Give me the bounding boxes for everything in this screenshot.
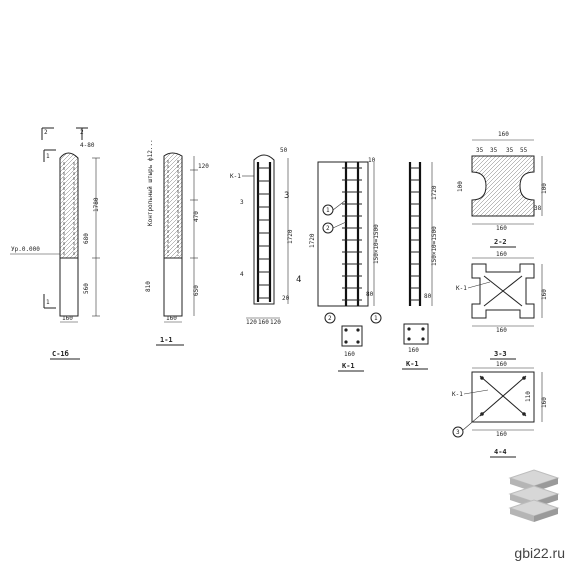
s22-dim-right: 100 xyxy=(541,183,548,194)
view-title-k1-section: К-1 xyxy=(342,362,355,370)
cage-elevation-view: К-1 3 4 50 1720 20 3 4 120 160 120 xyxy=(230,147,301,326)
column-elevation-view: 2 2 1 4-80 1780 680 560 Ур.0.000 160 1 С… xyxy=(10,127,100,360)
s44-label-k1: К-1 xyxy=(452,391,463,398)
s33-label-k1: К-1 xyxy=(456,285,467,292)
callout-2: 2 xyxy=(326,225,330,232)
s22-dim-top: 160 xyxy=(498,131,509,138)
section-mark-1-top: 1 xyxy=(46,153,50,160)
k1b-dim-height: 1720 xyxy=(431,185,438,200)
side-note-label: Контрольный штырь ф12... xyxy=(147,139,154,226)
cage-dim-b1: 120 xyxy=(246,319,257,326)
side-dim-base: 160 xyxy=(166,315,177,322)
cage-mark-3: 3 xyxy=(240,199,244,206)
site-url[interactable]: gbi22.ru xyxy=(514,545,565,561)
s44-dim-top: 160 xyxy=(496,361,507,368)
s22-dim-bottom: 160 xyxy=(496,225,507,232)
k1-dim-top: 10 xyxy=(368,157,376,164)
cage-side-mark-4: 4 xyxy=(296,275,301,285)
site-logo xyxy=(508,469,560,522)
s44-dim-side: 160 xyxy=(541,397,548,408)
dim-height-label: 1780 xyxy=(93,197,100,212)
cage-k1-elevation-view: 1 2 1720 150×10=1500 80 10 2 1 160 К-1 xyxy=(309,157,382,372)
section-mark-1-bottom: 1 xyxy=(46,299,50,306)
s22-dim-top-3: 55 xyxy=(520,147,528,154)
k1b-dim-low: 80 xyxy=(424,293,432,300)
view-title-1-1: 1-1 xyxy=(160,336,173,344)
side-dim-b: 470 xyxy=(193,211,200,222)
side-dim-a: 120 xyxy=(198,163,209,170)
section-mark-2-left: 2 xyxy=(44,129,48,136)
k1b-dim-step: 150×10=1500 xyxy=(431,226,438,266)
cage-k1-second-view: 1720 150×10=1500 80 160 К-1 xyxy=(402,162,438,370)
view-title-4-4: 4-4 xyxy=(494,448,507,456)
level-mark-label: Ур.0.000 xyxy=(11,246,40,253)
s22-dim-side: 38 xyxy=(534,205,542,212)
logo-slab-middle xyxy=(508,485,560,508)
s22-dim-top-0: 35 xyxy=(476,147,484,154)
k1-dim-height: 1720 xyxy=(309,233,316,248)
cage-dim-b2: 160 xyxy=(258,319,269,326)
s22-dim-left: 100 xyxy=(457,181,464,192)
view-title-2-2: 2-2 xyxy=(494,238,507,246)
dim-mid-label: 680 xyxy=(83,233,90,244)
section-4-4-view: 160 К-1 3 160 110 160 4-4 xyxy=(452,361,548,458)
s33-dim-bottom: 160 xyxy=(496,327,507,334)
dim-top-label: 4-80 xyxy=(80,142,95,149)
cage-dim-height: 1720 xyxy=(287,229,294,244)
cage-dim-top: 50 xyxy=(280,147,288,154)
s22-dim-top-2: 35 xyxy=(506,147,514,154)
sec-callout-2: 2 xyxy=(328,315,332,322)
k1b-sec-dim: 160 xyxy=(408,347,419,354)
view-title-c1b: С-1б xyxy=(52,350,69,358)
logo-slab-bottom xyxy=(508,499,560,522)
k1-sec-dim: 160 xyxy=(344,351,355,358)
sec-callout-1: 1 xyxy=(374,315,378,322)
s33-dim-side: 160 xyxy=(541,289,548,300)
dim-base-label: 160 xyxy=(62,315,73,322)
cage-side-mark-3: 3 xyxy=(284,191,289,201)
k1-dim-low: 80 xyxy=(366,291,374,298)
callout-1: 1 xyxy=(326,207,330,214)
side-dim-left: 810 xyxy=(145,281,152,292)
k1-dim-step: 150×10=1500 xyxy=(373,224,380,264)
s33-dim-top: 160 xyxy=(496,251,507,258)
s44-callout-3: 3 xyxy=(456,429,460,436)
section-2-2-view: 160 35 35 35 55 100 100 38 160 2-2 xyxy=(457,131,548,248)
cage-dim-b3: 120 xyxy=(270,319,281,326)
s44-dim-inner: 110 xyxy=(525,391,532,402)
cage-dim-low: 20 xyxy=(282,295,290,302)
side-dim-c: 650 xyxy=(193,285,200,296)
dim-low-label: 560 xyxy=(83,283,90,294)
s22-dim-top-1: 35 xyxy=(490,147,498,154)
s44-dim-bottom: 160 xyxy=(496,431,507,438)
view-title-3-3: 3-3 xyxy=(494,350,507,358)
cage-label-k1: К-1 xyxy=(230,173,241,180)
column-section-1-1-view: Контрольный штырь ф12... 120 470 650 810… xyxy=(145,139,209,346)
section-3-3-view: 160 К-1 160 160 3-3 xyxy=(456,251,548,360)
view-title-k1b: К-1 xyxy=(406,360,419,368)
cage-mark-4: 4 xyxy=(240,271,244,278)
